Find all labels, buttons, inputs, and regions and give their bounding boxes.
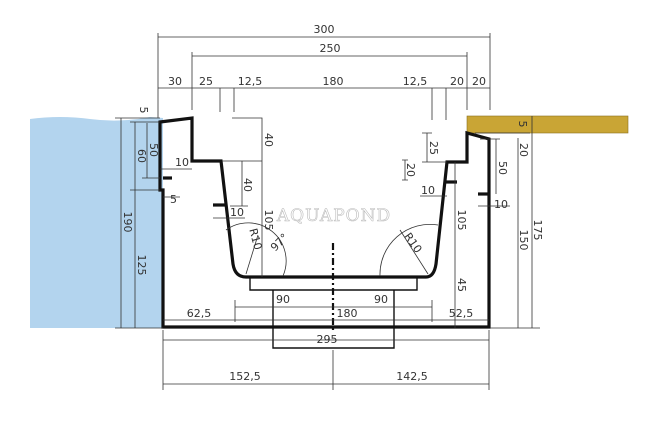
dim-left-40-mid: 40: [241, 178, 254, 192]
dim-left-40-top: 40: [262, 133, 275, 147]
dim-right-20b: 20: [517, 143, 530, 157]
dim-right-20: 20: [404, 163, 417, 177]
dim-seg-30: 30: [168, 75, 182, 88]
dim-floor-180: 180: [337, 307, 358, 320]
sump: [272, 290, 395, 349]
dim-right-105: 105: [455, 210, 468, 231]
dim-seg-12-5-left: 12,5: [238, 75, 263, 88]
wood-plank: [466, 115, 629, 134]
dim-floor-52-5: 52,5: [449, 307, 474, 320]
dim-right-175: 175: [531, 220, 544, 241]
floor-dimensions: [162, 300, 490, 390]
dim-right-150: 150: [517, 230, 530, 251]
dim-floor-62-5: 62,5: [187, 307, 212, 320]
dim-seg-20-left: 20: [450, 75, 464, 88]
dim-floor-90-right: 90: [374, 293, 388, 306]
dim-bottom-142-5: 142,5: [396, 370, 428, 383]
left-angle-arc: [225, 222, 287, 277]
dim-left-125: 125: [135, 255, 148, 276]
right-dimensions: [402, 116, 540, 329]
top-dimensions: [157, 33, 491, 120]
dim-left-angle: 97°: [268, 231, 291, 254]
dim-bottom-152-5: 152,5: [229, 370, 261, 383]
dim-left-50: 50: [147, 143, 160, 157]
dim-left-10b: 10: [230, 206, 244, 219]
watermark-logo: AQUAPOND: [276, 206, 391, 226]
pond-wall-profile: [158, 116, 491, 329]
right-radius-line: [399, 229, 429, 275]
dim-seg-25: 25: [199, 75, 213, 88]
dim-floor-90-left: 90: [276, 293, 290, 306]
dim-right-45: 45: [455, 278, 468, 292]
dim-seg-12-5-right: 12,5: [403, 75, 428, 88]
dim-right-r10: R10: [401, 230, 424, 255]
dim-300: 300: [314, 23, 335, 36]
left-dimensions: [115, 117, 263, 329]
dim-seg-20-right: 20: [472, 75, 486, 88]
dim-left-5b: 5: [170, 193, 177, 206]
dim-seg-180: 180: [323, 75, 344, 88]
dim-right-5: 5: [516, 121, 529, 128]
dim-left-190: 190: [121, 212, 134, 233]
left-radius-line: [245, 234, 259, 275]
dim-right-10: 10: [421, 184, 435, 197]
dim-base-295: 295: [317, 333, 338, 346]
dim-left-105: 105: [262, 210, 275, 231]
dim-right-10b: 10: [494, 198, 508, 211]
dim-left-5: 5: [137, 107, 150, 114]
water-area: [30, 117, 163, 328]
dim-left-60: 60: [135, 149, 148, 163]
right-angle-arc: [379, 223, 439, 277]
dim-right-50: 50: [496, 161, 509, 175]
dim-250: 250: [320, 42, 341, 55]
dim-left-10: 10: [175, 156, 189, 169]
dim-left-r10: R10: [246, 227, 264, 251]
dim-right-25: 25: [427, 141, 440, 155]
